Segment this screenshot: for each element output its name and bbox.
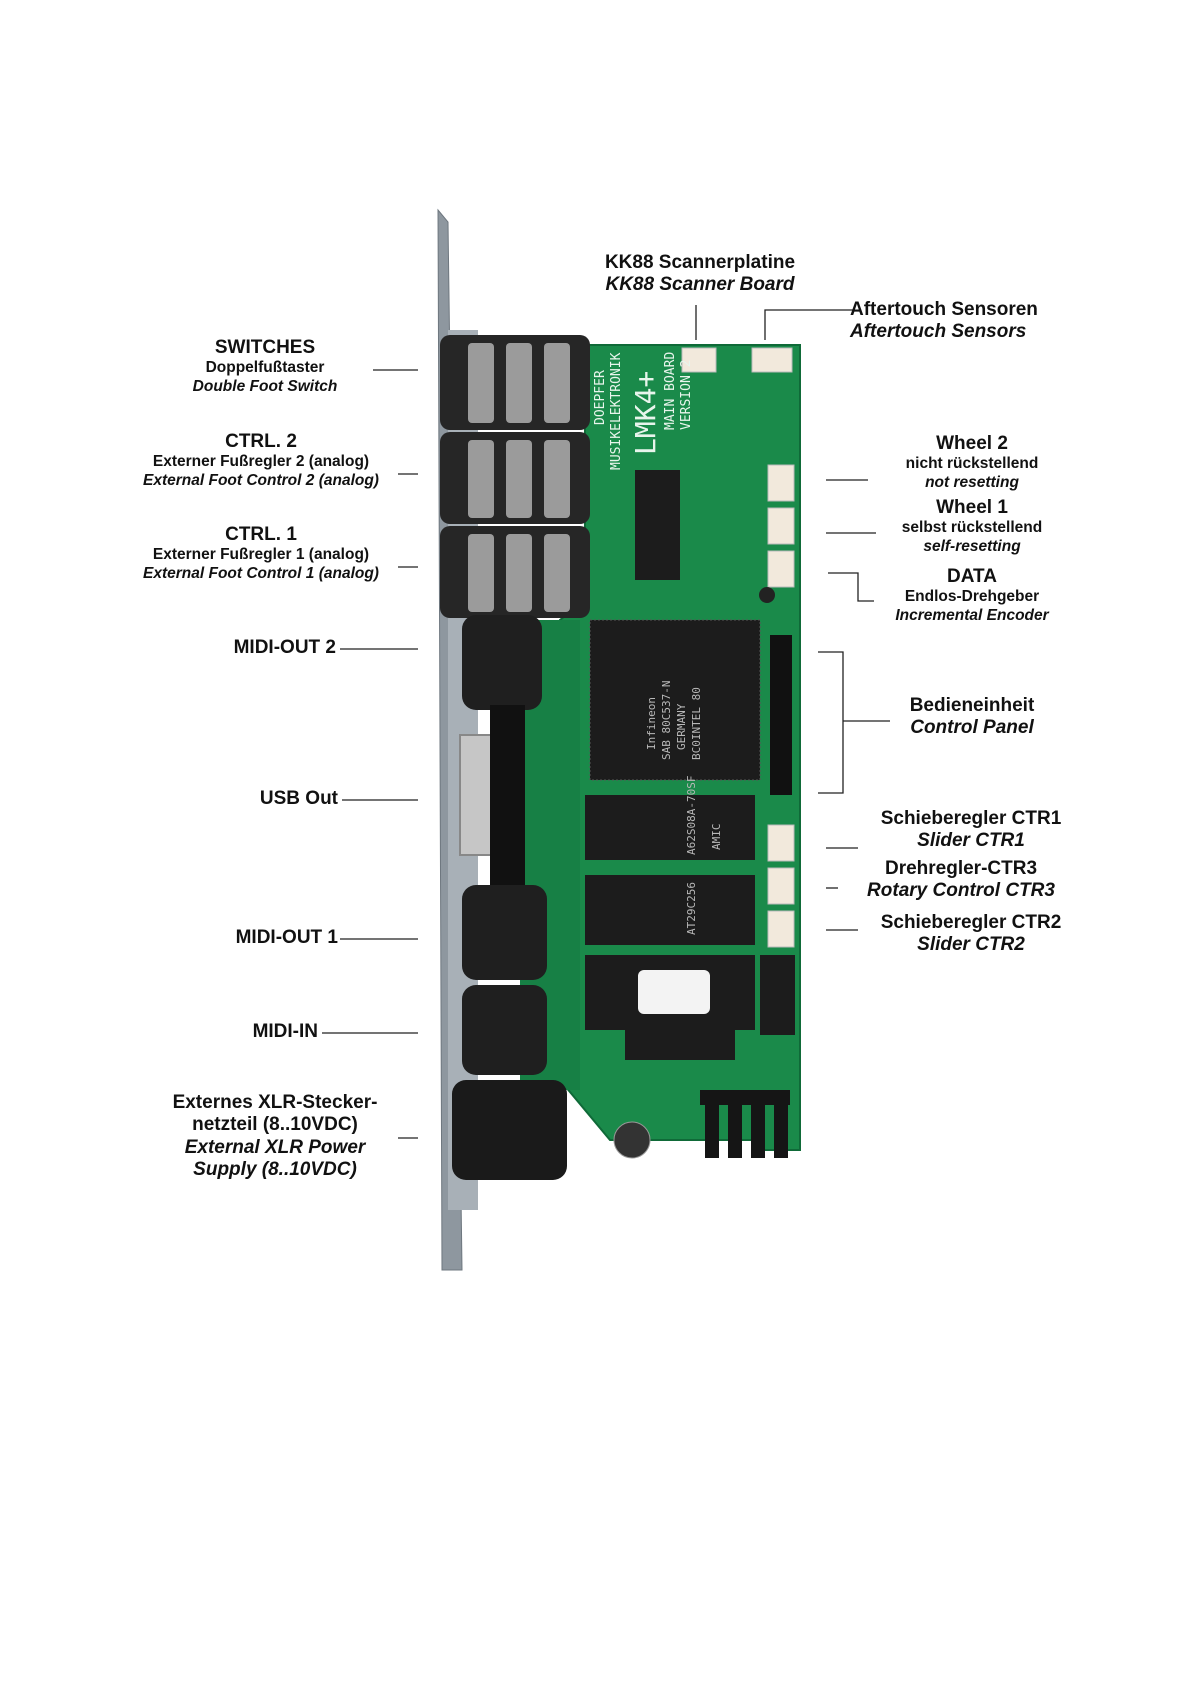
label-control-panel-de: Bedieneinheit: [909, 695, 1035, 716]
jack-block-ctrl2: [440, 432, 590, 524]
label-data-de: Endlos-Drehgeber: [904, 588, 1040, 606]
label-usb-out-text: USB Out: [259, 788, 338, 809]
label-ctrl1-de: Externer Fußregler 1 (analog): [152, 546, 370, 564]
label-kk88-en: KK88 Scanner Board: [605, 274, 795, 296]
capacitor: [613, 1121, 651, 1159]
label-kk88: KK88 Scannerplatine KK88 Scanner Board: [580, 252, 820, 297]
small-ic-right: [760, 955, 795, 1035]
label-control-panel: Bedieneinheit Control Panel: [872, 695, 1072, 740]
wheel1-connector: [767, 507, 795, 545]
jack-block-switches: [440, 335, 590, 430]
label-midi-out-1-text: MIDI-OUT 1: [235, 927, 338, 948]
board-name: MAIN BOARD: [663, 352, 678, 430]
label-aftertouch: Aftertouch Sensoren Aftertouch Sensors: [850, 299, 1080, 344]
label-aftertouch-en: Aftertouch Sensors: [850, 321, 1027, 343]
power-socket: [452, 1080, 567, 1180]
wheel2-connector: [767, 464, 795, 502]
bottom-ic: [625, 1030, 735, 1060]
label-aftertouch-de: Aftertouch Sensoren: [850, 299, 1038, 320]
label-ctr2-en: Slider CTR2: [917, 934, 1025, 956]
label-ctr2: Schieberegler CTR2 Slider CTR2: [856, 912, 1086, 957]
midi-out-2-socket: [462, 615, 542, 710]
label-kk88-de: KK88 Scannerplatine: [604, 252, 796, 273]
cpu-brand: Infineon: [645, 697, 658, 750]
label-control-panel-en: Control Panel: [910, 717, 1034, 739]
ram-brand: AMIC: [710, 824, 723, 851]
midi-out-1-socket: [462, 885, 547, 980]
label-wheel2: Wheel 2 nicht rückstellend not resetting: [872, 433, 1072, 492]
ram-part: A62S08A-70SF: [685, 776, 698, 855]
label-ctrl1-title: CTRL. 1: [225, 524, 297, 545]
label-power-en1: External XLR Power: [184, 1136, 366, 1158]
label-ctr2-de: Schieberegler CTR2: [880, 912, 1062, 933]
label-ctrl2-de: Externer Fußregler 2 (analog): [152, 453, 370, 471]
label-power: Externes XLR-Stecker- netzteil (8..10VDC…: [150, 1092, 400, 1182]
label-ctr1-de: Schieberegler CTR1: [880, 808, 1062, 829]
cpu-origin: GERMANY: [675, 703, 688, 750]
eprom-part: AT29C256: [685, 882, 698, 935]
leader-data: [828, 572, 874, 602]
label-switches-en: Double Foot Switch: [192, 377, 338, 395]
usb-header: [490, 705, 525, 915]
label-ctrl1-en: External Foot Control 1 (analog): [143, 564, 379, 582]
ctr1-connector: [767, 824, 795, 862]
encoder-cap: [759, 587, 775, 603]
label-ctrl2-en: External Foot Control 2 (analog): [143, 471, 379, 489]
leader-control-panel: [818, 651, 844, 794]
midi-in-socket: [462, 985, 547, 1075]
kk88-connector: [681, 347, 717, 373]
label-ctr1: Schieberegler CTR1 Slider CTR1: [856, 808, 1086, 853]
label-power-de2: netzteil (8..10VDC): [192, 1114, 358, 1136]
label-wheel2-de: nicht rückstellend: [905, 455, 1039, 473]
label-power-en2: Supply (8..10VDC): [193, 1159, 357, 1181]
label-ctrl2: CTRL. 2 Externer Fußregler 2 (analog) Ex…: [128, 431, 394, 490]
aftertouch-connector: [751, 347, 793, 373]
label-midi-out-2-text: MIDI-OUT 2: [233, 637, 336, 658]
label-wheel1-en: self-resetting: [923, 537, 1021, 555]
ctr2-connector: [767, 910, 795, 948]
label-midi-out-1: MIDI-OUT 1: [196, 927, 338, 949]
label-ctrl2-title: CTRL. 2: [225, 431, 297, 452]
board-maker: DOEPFER: [593, 370, 608, 425]
label-ctr3-en: Rotary Control CTR3: [867, 880, 1055, 902]
label-ctr3-de: Drehregler-CTR3: [884, 858, 1038, 879]
label-wheel1-title: Wheel 1: [936, 497, 1008, 518]
label-wheel1: Wheel 1 selbst rückstellend self-resetti…: [872, 497, 1072, 556]
jack-block-ctrl1: [440, 526, 590, 618]
label-data: DATA Endlos-Drehgeber Incremental Encode…: [872, 566, 1072, 625]
eprom2-window: [638, 970, 710, 1014]
label-midi-in: MIDI-IN: [200, 1021, 318, 1043]
label-usb-out: USB Out: [210, 788, 338, 810]
leader-aftertouch: [764, 309, 855, 340]
heat-sink: [700, 1090, 790, 1158]
small-ic: [635, 470, 680, 580]
label-ctrl1: CTRL. 1 Externer Fußregler 1 (analog) Ex…: [128, 524, 394, 583]
label-data-en: Incremental Encoder: [895, 606, 1049, 624]
control-panel-header: [770, 635, 792, 795]
label-wheel2-en: not resetting: [925, 473, 1019, 491]
board-maker2: MUSIKELEKTRONIK: [609, 352, 624, 470]
label-ctr3: Drehregler-CTR3 Rotary Control CTR3: [846, 858, 1076, 903]
board-version: VERSION 2: [679, 360, 694, 430]
label-switches-de: Doppelfußtaster: [205, 359, 325, 377]
label-ctr1-en: Slider CTR1: [917, 830, 1025, 852]
board-model: LMK4+: [629, 371, 662, 455]
label-midi-out-2: MIDI-OUT 2: [196, 637, 336, 659]
ram-chip: [585, 795, 755, 860]
data-connector: [767, 550, 795, 588]
label-data-title: DATA: [947, 566, 997, 587]
label-power-de1: Externes XLR-Stecker-: [172, 1092, 378, 1113]
label-switches: SWITCHES Doppelfußtaster Double Foot Swi…: [160, 337, 370, 396]
label-wheel2-title: Wheel 2: [936, 433, 1008, 454]
cpu-part: SAB 80C537-N: [660, 681, 673, 760]
cpu-code: BC0INTEL 80: [690, 687, 703, 760]
eprom-chip: [585, 875, 755, 945]
label-switches-title: SWITCHES: [214, 337, 316, 358]
label-midi-in-text: MIDI-IN: [252, 1021, 318, 1042]
ctr3-connector: [767, 867, 795, 905]
label-wheel1-de: selbst rückstellend: [901, 519, 1043, 537]
cpu-chip: [589, 619, 761, 781]
